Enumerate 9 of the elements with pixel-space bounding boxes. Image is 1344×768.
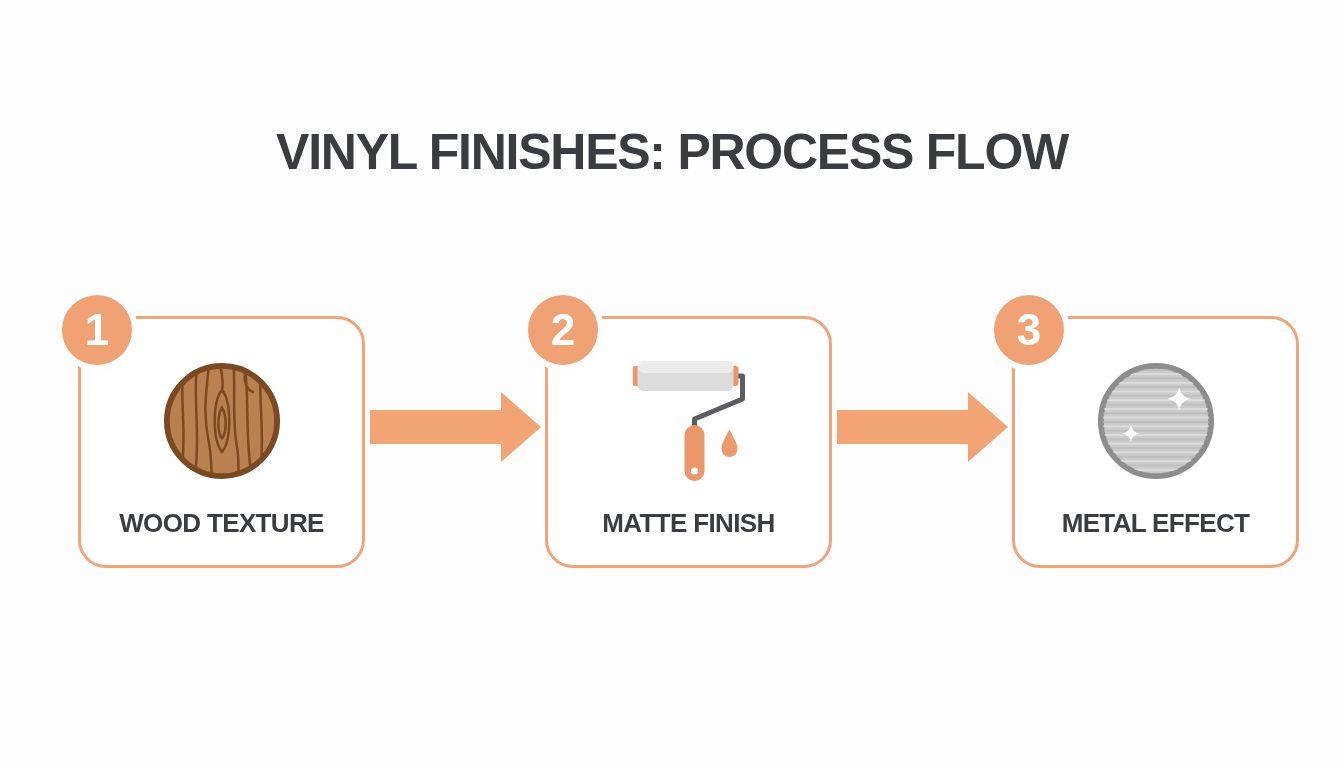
arrow [370,392,541,462]
process-card [1012,316,1299,568]
process-card [545,316,832,568]
diagram-title: VINYL FINISHES: PROCESS FLOW [276,123,1068,182]
step-label: WOOD TEXTURE [119,507,324,539]
step-label: METAL EFFECT [1061,507,1250,539]
arrow [837,392,1008,462]
step-label: MATTE FINISH [602,507,775,539]
process-card [78,316,365,568]
